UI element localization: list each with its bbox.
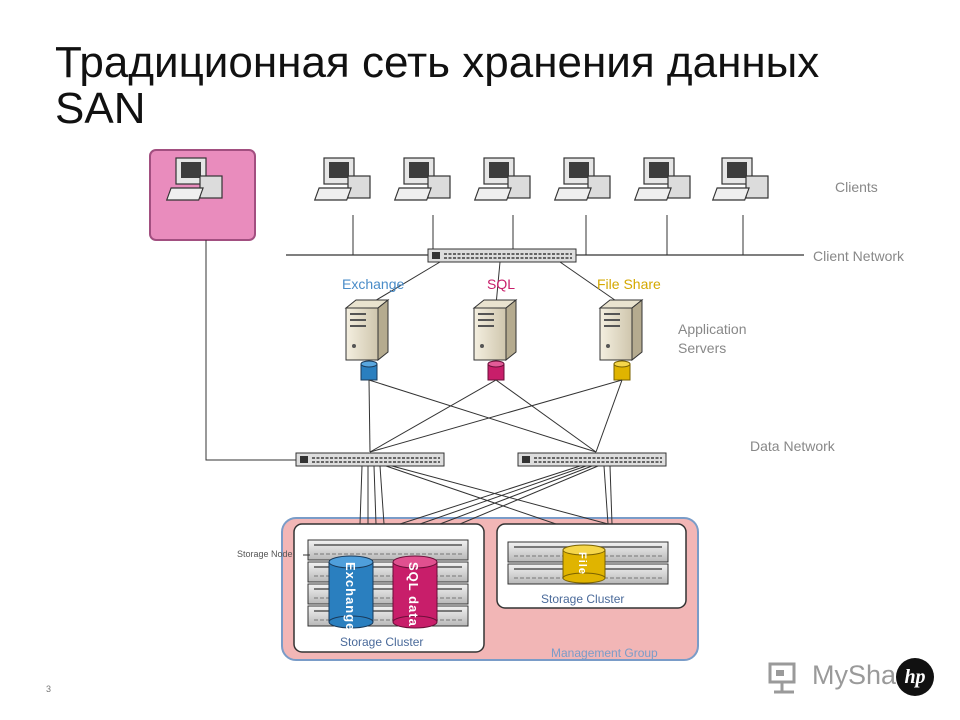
sql-label: SQL <box>487 276 516 292</box>
database-cylinder-icon <box>487 360 505 381</box>
page-number: 3 <box>46 684 52 694</box>
hp-logo-icon: hp <box>896 658 934 696</box>
storage-node-icon <box>307 539 469 561</box>
storage-cluster-left-label: Storage Cluster <box>340 635 424 649</box>
sql-server-icon <box>473 299 517 361</box>
client-drop-lines <box>352 215 744 255</box>
client-computer-icon <box>554 157 611 201</box>
client-computer-icon <box>634 157 691 201</box>
storage-node-label: Storage Node <box>237 549 293 559</box>
file-volume-icon <box>562 544 606 584</box>
title-line-2: SAN <box>55 84 146 133</box>
data-switch-left-icon <box>295 452 445 467</box>
myshared-logo-icon <box>768 662 796 694</box>
application-servers-label-2: Servers <box>678 340 727 356</box>
title-line-1: Традиционная сеть хранения данных <box>55 38 820 87</box>
database-cylinder-icon <box>360 360 378 381</box>
app-server-uplinks <box>367 261 623 306</box>
client-computer-icon <box>314 157 371 201</box>
brand-logo: MyShar hp <box>768 658 938 698</box>
client-computer-icon <box>394 157 451 201</box>
file-share-label: File Share <box>597 276 661 292</box>
admin-uplink <box>205 240 296 461</box>
data-network-links <box>368 379 623 453</box>
client-computer-icon <box>474 157 531 201</box>
data-switch-right-icon <box>517 452 667 467</box>
application-servers-label-1: Application <box>678 321 747 337</box>
client-network-label: Client Network <box>813 248 905 264</box>
sql-volume-label: SQL data <box>406 562 421 627</box>
database-cylinder-icon <box>613 360 631 381</box>
data-network-label: Data Network <box>750 438 835 454</box>
sql-volume-icon <box>392 555 438 629</box>
exchange-volume-icon <box>328 555 374 629</box>
storage-cluster-right-label: Storage Cluster <box>541 592 625 606</box>
management-group-label: Management Group <box>551 646 658 660</box>
client-computers <box>314 157 769 201</box>
storage-links <box>359 465 613 525</box>
file-volume-label: File <box>576 552 588 575</box>
exchange-label: Exchange <box>342 276 405 292</box>
file-share-server-icon <box>599 299 643 361</box>
exchange-server-icon <box>345 299 389 361</box>
client-computer-icon <box>712 157 769 201</box>
client-network-switch-icon <box>427 248 577 263</box>
page-title: Традиционная сеть хранения данных SAN <box>55 40 819 132</box>
exchange-volume-label: Exchange <box>343 562 358 632</box>
brand-text: MyShar <box>812 660 906 690</box>
clients-label: Clients <box>835 179 878 195</box>
